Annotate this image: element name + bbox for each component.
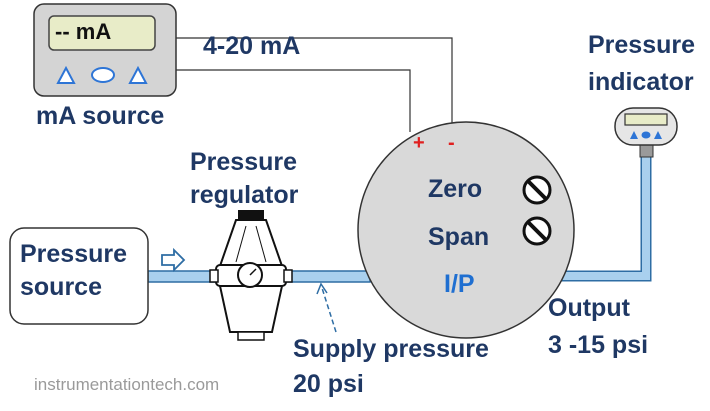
positive-terminal-label: + — [413, 132, 425, 154]
supply-pressure-label-line2: 20 psi — [293, 370, 364, 398]
adjust-screw-icon[interactable] — [522, 175, 552, 205]
ip-converter[interactable] — [357, 121, 575, 339]
triangle-up-icon[interactable] — [128, 65, 148, 84]
pressure-regulator-label-line2: regulator — [190, 181, 299, 209]
triangle-up-icon[interactable] — [56, 65, 76, 84]
ip-converter-label: I/P — [444, 270, 475, 298]
adjust-screw-icon[interactable] — [522, 216, 552, 246]
output-pipe — [560, 152, 652, 282]
pressure-indicator-label-line2: indicator — [588, 68, 694, 96]
negative-terminal-label: - — [448, 132, 455, 154]
wire-negative — [176, 37, 453, 132]
oval-button-icon[interactable] — [91, 67, 115, 83]
pressure-indicator-label-line1: Pressure — [588, 31, 695, 59]
pressure-source-label-line2: source — [20, 273, 102, 301]
span-label: Span — [428, 223, 489, 251]
triangle-up-icon — [654, 131, 662, 139]
pressure-indicator-device[interactable] — [614, 107, 678, 158]
pressure-regulator-label-line1: Pressure — [190, 148, 297, 176]
wire-positive — [176, 69, 411, 132]
ma-source-label: mA source — [36, 102, 164, 130]
signal-range-label: 4-20 mA — [203, 32, 300, 60]
arrow-right-icon — [161, 247, 186, 273]
ma-display-screen — [48, 15, 156, 51]
output-label-line1: Output — [548, 294, 631, 322]
pressure-gauge-icon — [237, 262, 263, 288]
pressure-source-label-line1: Pressure — [20, 240, 127, 268]
supply-pressure-label-line1: Supply pressure — [293, 335, 489, 363]
watermark: instrumentationtech.com — [34, 375, 219, 394]
signal-wires — [176, 37, 453, 132]
triangle-up-icon — [630, 131, 638, 139]
supply-callout-arrow — [316, 282, 337, 333]
ma-source-device[interactable]: -- mA — [33, 3, 177, 97]
ma-display-text: -- mA — [55, 19, 111, 44]
output-label-line2: 3 -15 psi — [548, 331, 648, 359]
zero-label: Zero — [428, 175, 482, 203]
oval-button-icon — [641, 131, 651, 139]
pressure-source-box[interactable] — [9, 227, 149, 325]
